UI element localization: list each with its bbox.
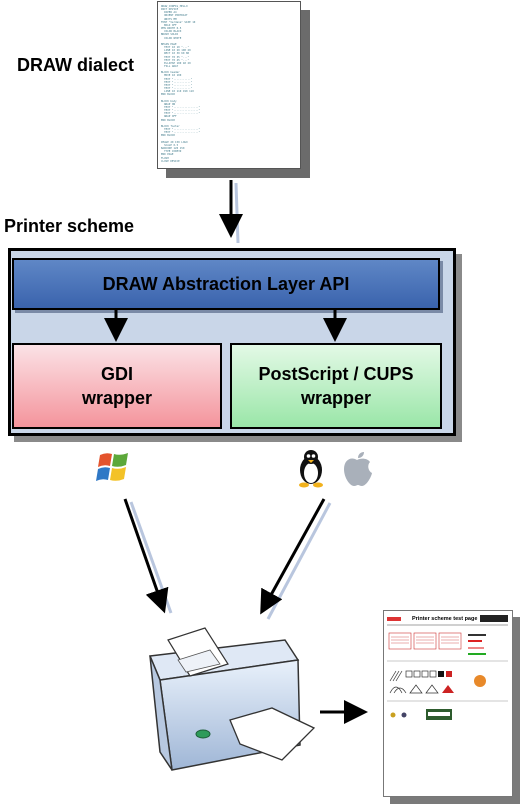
linux-tux-icon bbox=[299, 450, 323, 488]
windows-logo-icon bbox=[96, 453, 128, 481]
source-document-icon: DRAW_CONFIG_HELLO INIT DEVICE PAPER A4 O… bbox=[157, 1, 301, 169]
test-page-icon: Printer scheme test page bbox=[383, 610, 513, 797]
arrow-doc-to-scheme bbox=[219, 180, 243, 244]
gdi-line2: wrapper bbox=[81, 388, 153, 408]
apple-logo-icon bbox=[344, 452, 372, 486]
scheme-label: Printer scheme bbox=[4, 216, 135, 236]
api-bar: DRAW Abstraction Layer API bbox=[12, 258, 440, 310]
test-page-content bbox=[387, 615, 508, 720]
printer-icon bbox=[148, 627, 316, 771]
arrow-os-to-printer bbox=[260, 498, 332, 620]
arrow-windows-to-printer bbox=[123, 498, 173, 614]
ps-line1: PostScript / CUPS bbox=[258, 364, 414, 384]
ps-line2: wrapper bbox=[300, 388, 372, 408]
api-bar-label: DRAW Abstraction Layer API bbox=[102, 273, 350, 294]
gdi-line1: GDI bbox=[100, 364, 133, 384]
dialect-label: DRAW dialect bbox=[17, 55, 135, 75]
gdi-wrapper-box: GDI wrapper bbox=[12, 343, 222, 429]
test-page-title: Printer scheme test page bbox=[412, 616, 478, 622]
postscript-wrapper-box: PostScript / CUPS wrapper bbox=[230, 343, 442, 429]
